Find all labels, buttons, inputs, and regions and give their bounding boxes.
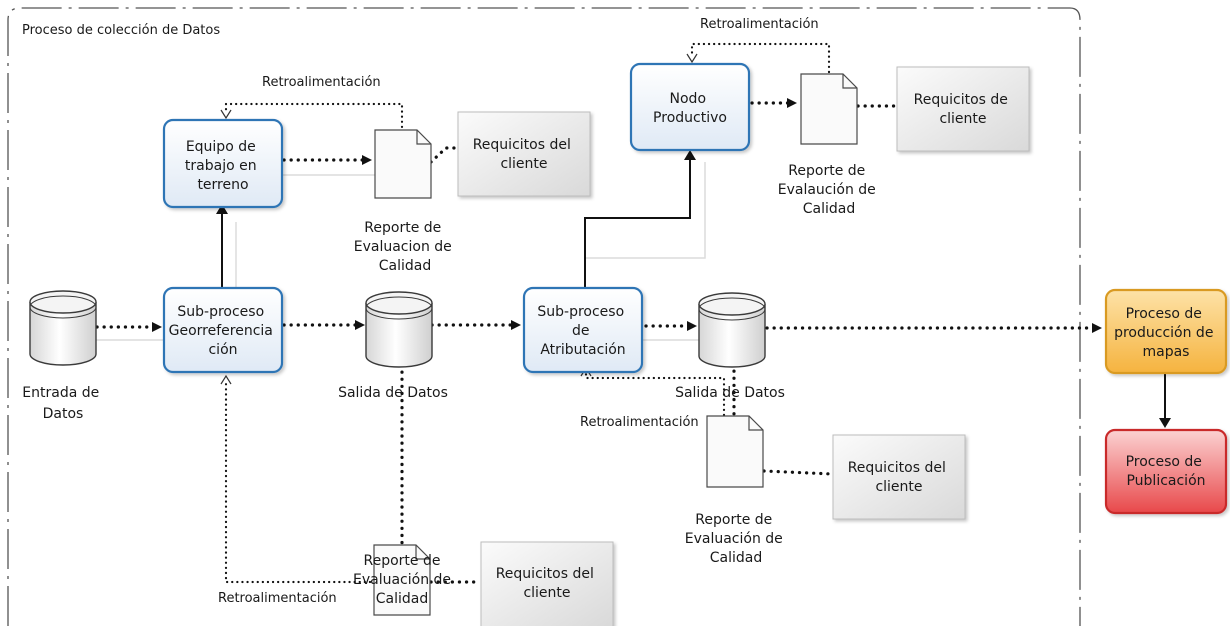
fb4-label: Retroalimentación (700, 17, 819, 32)
entrada-cylinder (29, 290, 97, 366)
entrada-label: Entrada de Datos (22, 385, 103, 422)
publicacion-box[interactable] (1104, 428, 1228, 515)
equipo-label: Equipo de trabajo en terreno (185, 139, 261, 193)
rep2-doc (373, 544, 431, 616)
fb3-label: Retroalimentación (580, 415, 699, 430)
rep4-label: Reporte de Evalaución de Calidad (778, 163, 880, 217)
rep1-doc (374, 129, 432, 199)
req3-label: Requicitos del cliente (848, 460, 951, 495)
salida2-cylinder (698, 292, 766, 368)
atrib-label: Sub-proceso de Atributación (537, 304, 628, 358)
ghost-connectors (95, 162, 706, 341)
fb2-label: Retroalimentación (218, 591, 337, 606)
rep4-doc (800, 73, 858, 145)
fb1-label: Retroalimentación (262, 75, 381, 90)
req1-label: Requicitos del cliente (473, 137, 576, 172)
req1-box (457, 111, 591, 197)
dotted-connectors (95, 42, 1102, 584)
container-title: Proceso de colección de Datos (22, 23, 220, 38)
nodo-box[interactable] (629, 62, 751, 152)
equipo-box[interactable] (162, 118, 284, 209)
rep3-label: Reporte de Evaluación de Calidad (685, 512, 787, 566)
entrada-label-line-1: Entrada de (22, 385, 99, 401)
produccion-label: Proceso de producción de mapas (1114, 306, 1218, 360)
req3-box (832, 434, 966, 520)
req4-box (896, 66, 1030, 152)
req2-box (480, 541, 614, 626)
georref-label: Sub-proceso Georreferencia ción (169, 304, 278, 358)
container-border (7, 7, 1081, 626)
entrada-label-line-2: Datos (43, 406, 84, 422)
georref-box[interactable] (162, 286, 284, 374)
salida1-label: Salida de Datos (338, 385, 448, 401)
req4-label: Requicitos de cliente (914, 92, 1013, 127)
rep1-label: Reporte de Evaluacion de Calidad (354, 220, 456, 274)
publicacion-label: Proceso de Publicación (1126, 454, 1207, 489)
atrib-box[interactable] (522, 286, 644, 374)
rep3-doc (706, 415, 764, 488)
req2-label: Requicitos del cliente (496, 566, 599, 601)
salida1-cylinder (365, 291, 433, 368)
solid-arrows (216, 150, 1171, 428)
produccion-box[interactable] (1104, 288, 1228, 375)
nodo-label: Nodo Productivo (653, 91, 727, 126)
salida2-label: Salida de Datos (675, 385, 785, 401)
